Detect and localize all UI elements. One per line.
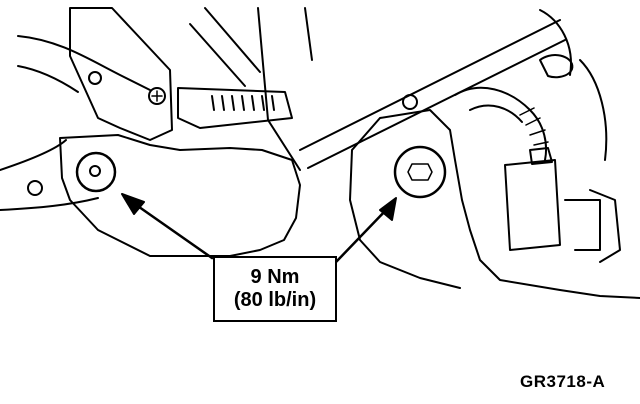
center-column-right — [304, 7, 313, 61]
left-bolt-plate — [59, 134, 301, 257]
upper-left-crossmember-edge — [17, 65, 79, 93]
small-nut-detail — [151, 90, 163, 102]
linkage-rod-upper — [204, 7, 261, 73]
right-hose-lower — [579, 59, 608, 161]
left-lower-frame-bottom — [0, 197, 99, 211]
left-leader-line — [130, 200, 214, 260]
small-nut — [148, 87, 166, 105]
figure-id: GR3718-A — [520, 372, 606, 391]
left-bolt-center — [89, 165, 101, 177]
left-mounting-hole — [27, 180, 43, 196]
connector-latch — [529, 147, 553, 165]
right-leader-line — [334, 206, 390, 264]
center-column-left — [257, 7, 301, 171]
right-cap — [539, 54, 574, 79]
linkage-rod-lower — [189, 23, 246, 87]
upper-bracket-outline — [69, 7, 173, 141]
torque-callout-box: 9 Nm (80 lb/in) — [213, 256, 337, 322]
mechanism-housing — [177, 87, 293, 129]
right-bolt-hex — [407, 163, 433, 181]
harness-ribbing — [519, 107, 549, 146]
diagonal-strap-top — [299, 19, 561, 151]
left-bolt-head — [75, 151, 117, 193]
connector-body — [504, 159, 561, 251]
torque-value-lbin: (80 lb/in) — [233, 289, 317, 311]
right-arrowhead — [379, 197, 397, 221]
mechanism-teeth — [211, 95, 275, 111]
right-edge-component — [589, 189, 621, 263]
torque-value-nm: 9 Nm — [250, 266, 300, 288]
upper-right-nut — [402, 94, 418, 110]
right-bolt-plate — [349, 109, 640, 299]
right-hose-upper — [539, 9, 572, 76]
diagonal-strap-bottom — [307, 39, 566, 169]
right-bolt-head — [393, 145, 447, 199]
upper-left-crossmember — [17, 35, 151, 91]
harness-bundle-inner — [469, 104, 523, 123]
right-bracket-lower — [564, 199, 601, 251]
left-lower-frame-top — [0, 139, 67, 171]
left-arrowhead — [121, 193, 145, 215]
upper-bracket-hole — [88, 71, 102, 85]
